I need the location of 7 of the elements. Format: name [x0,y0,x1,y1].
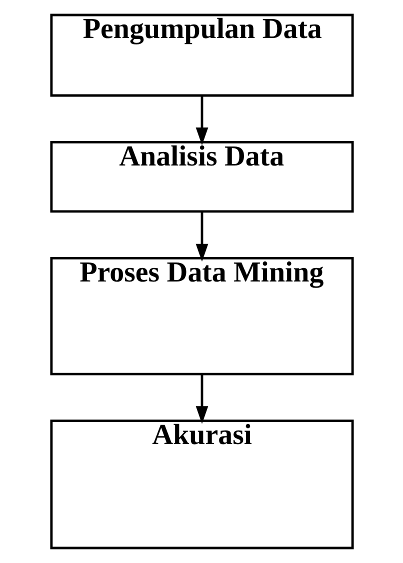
node-box: Pengumpulan Data [50,14,354,97]
arrow [195,374,208,424]
arrow [195,96,208,146]
arrow [195,212,208,262]
node-box: Akurasi [50,420,354,550]
node-box: Proses Data Mining [50,256,354,376]
node-box: Analisis Data [50,141,354,213]
